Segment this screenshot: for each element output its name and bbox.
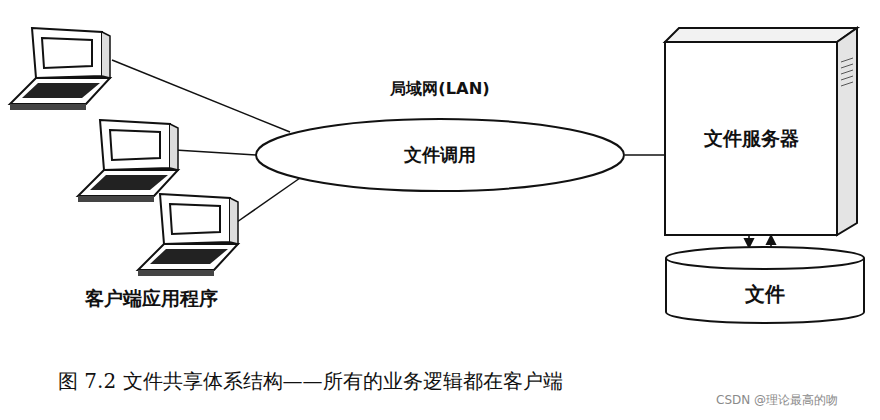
server-box: 文件服务器	[665, 42, 837, 235]
solid-arrow	[748, 235, 750, 248]
node-label: 文件调用	[404, 143, 476, 167]
figure-caption: 图 7.2 文件共享体系结构——所有的业务逻辑都在客户端	[58, 368, 563, 395]
node-label: 文件	[745, 281, 785, 308]
node-label: 文件服务器	[704, 126, 799, 152]
network-heading: 局域网(LAN)	[255, 78, 625, 100]
client-apps-label: 客户端应用程序	[85, 286, 218, 312]
laptop-icon	[10, 28, 110, 110]
lan-line	[237, 178, 300, 222]
storage-cylinder: 文件	[665, 247, 865, 323]
lan-line	[112, 60, 290, 132]
network-ellipse: 局域网(LAN)文件调用	[255, 118, 625, 192]
laptop-icon	[138, 194, 238, 276]
laptop-icon	[78, 120, 178, 202]
watermark: CSDN @理论最高的吻	[716, 392, 838, 409]
lan-line	[175, 150, 258, 155]
link-line	[625, 154, 665, 156]
